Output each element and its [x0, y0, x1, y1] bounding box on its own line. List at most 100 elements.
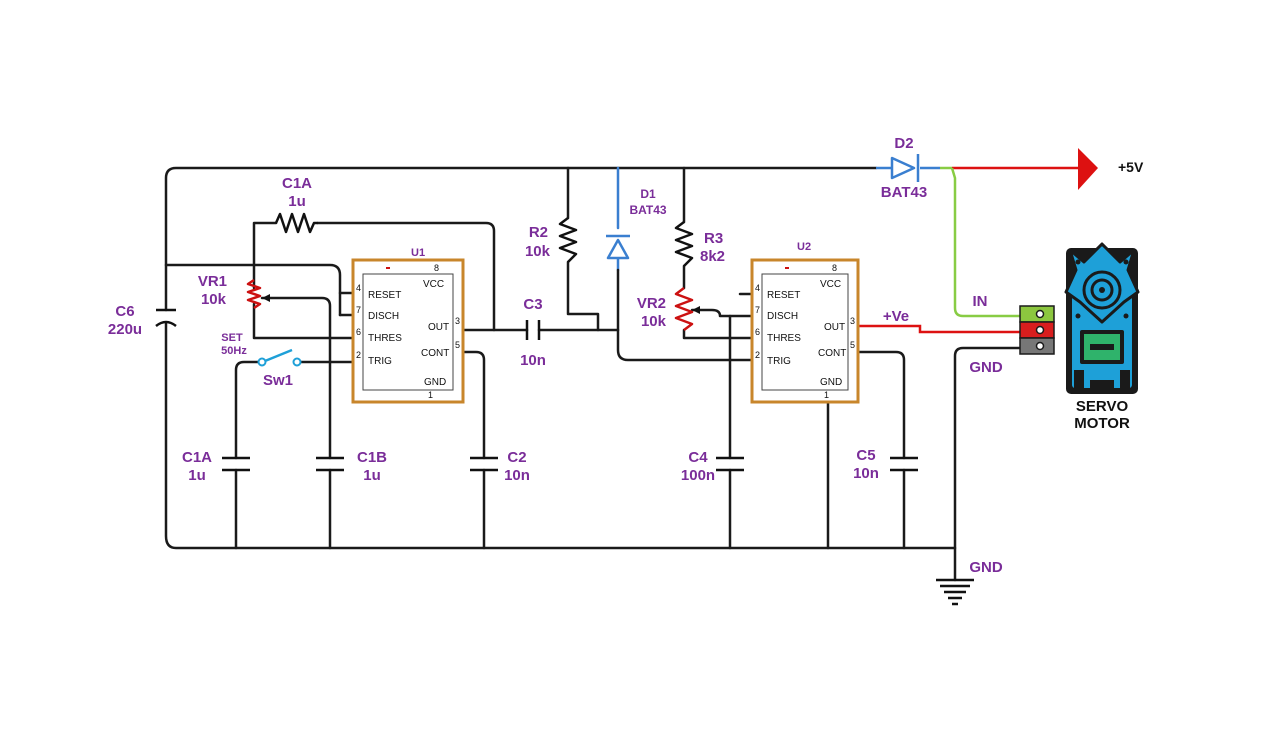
capacitor-c1a-bottom — [222, 456, 250, 472]
capacitor-c4 — [716, 456, 744, 472]
u2-thres-pin: THRES — [767, 333, 801, 344]
diode-d1 — [606, 234, 630, 260]
c1b-value: 1u — [363, 467, 381, 484]
resistor-c1a-top — [274, 212, 318, 234]
ground-icon — [936, 578, 974, 606]
ic-u2: U2 RESET DISCH THRES TRIG VCC OUT CONT G… — [750, 241, 860, 404]
u1-gnd-pin: GND — [424, 377, 446, 388]
u2-pin-number-6: 6 — [755, 327, 760, 337]
servo-connector — [1019, 305, 1055, 355]
u2-pin-number-1: 1 — [824, 390, 829, 400]
u1-pin-number-4: 4 — [356, 283, 361, 293]
ic-u1: U1 RESET DISCH THRES TRIG VCC OUT CONT G… — [351, 247, 465, 404]
component-labels: C1A 1u R2 10k D1 BAT43 R3 8k2 D2 BAT43 +… — [108, 135, 1144, 576]
u2-reset-pin: RESET — [767, 290, 800, 301]
u1-pin-number-7: 7 — [356, 305, 361, 315]
d2-name: D2 — [894, 135, 913, 152]
servo-positive-wire — [858, 324, 1022, 334]
potentiometer-vr2 — [674, 287, 700, 331]
u1-cont-pin: CONT — [421, 348, 449, 359]
ground-symbol-label: GND — [969, 559, 1003, 576]
r2-bottom-wire — [566, 260, 600, 332]
vr1-thres-wire — [252, 302, 357, 340]
capacitor-c6 — [155, 308, 177, 328]
c1a-top-name: C1A — [282, 175, 312, 192]
set-label-line1: SET — [221, 332, 243, 344]
capacitor-c1b — [316, 456, 344, 472]
bottom-ground-rail — [164, 322, 957, 550]
vr1-name: VR1 — [198, 273, 227, 290]
c3-value: 10n — [520, 352, 546, 369]
diode-d2 — [890, 154, 920, 182]
u1-disch-pin: DISCH — [368, 311, 399, 322]
u2-disch-pin: DISCH — [767, 311, 798, 322]
c1b-name: C1B — [357, 449, 387, 466]
vr2-wiper-arrow — [692, 306, 700, 314]
u1-reset-pin: RESET — [368, 290, 401, 301]
top-supply-rail — [164, 166, 878, 312]
capacitor-c2 — [470, 456, 498, 472]
capacitor-c5 — [890, 456, 918, 472]
u1-notch — [386, 267, 390, 269]
u2-pin-number-5: 5 — [850, 340, 855, 350]
switch-sw1[interactable] — [257, 348, 302, 367]
sw1-label: Sw1 — [263, 372, 293, 389]
in-label: IN — [973, 293, 988, 310]
capacitor-c3 — [525, 320, 541, 340]
supply-arrow-icon — [1078, 148, 1098, 190]
d1-trig-wire — [616, 268, 762, 362]
d2-value: BAT43 — [881, 184, 927, 201]
u2-pin-number-4: 4 — [755, 283, 760, 293]
potentiometer-vr1 — [246, 278, 270, 310]
servo-in-green-wire — [950, 167, 1022, 318]
u2-vcc-pin: VCC — [820, 279, 841, 290]
c6-value: 220u — [108, 321, 142, 338]
u1-pin-number-3: 3 — [455, 316, 460, 326]
u1-vcc-pin: VCC — [423, 279, 444, 290]
c4-name: C4 — [688, 449, 708, 466]
u1-pin-number-6: 6 — [356, 327, 361, 337]
u2-label: U2 — [797, 241, 811, 253]
set-label-line2: 50Hz — [221, 345, 247, 357]
u1-pin-number-2: 2 — [356, 350, 361, 360]
servo-motor-icon — [1064, 242, 1140, 394]
u1-label: U1 — [411, 247, 425, 259]
servo-label-line1: SERVO — [1076, 398, 1129, 415]
u2-pin-number-3: 3 — [850, 316, 855, 326]
c1a-top-right-wire — [316, 221, 496, 332]
u2-cont-wire — [856, 350, 906, 460]
c4-value: 100n — [681, 467, 715, 484]
r3-value: 8k2 — [700, 248, 725, 265]
servo-label-line2: MOTOR — [1074, 415, 1130, 432]
u1-reset-wire — [164, 263, 357, 295]
r3-name: R3 — [704, 230, 723, 247]
u1-pin-number-5: 5 — [455, 340, 460, 350]
u2-trig-pin: TRIG — [767, 356, 791, 367]
u2-cont-pin: CONT — [818, 348, 846, 359]
positive-ve-label: +Ve — [883, 308, 909, 325]
sw1-left-wire — [234, 360, 262, 460]
r2-value: 10k — [525, 243, 551, 260]
u1-thres-pin: THRES — [368, 333, 402, 344]
u2-pin-number-7: 7 — [755, 305, 760, 315]
u1-trig-pin: TRIG — [368, 356, 392, 367]
c1a-top-value: 1u — [288, 193, 306, 210]
d1-value: BAT43 — [629, 203, 666, 217]
u2-body — [761, 273, 849, 391]
resistor-r3 — [674, 221, 694, 267]
servo-gnd-label: GND — [969, 359, 1003, 376]
c1a-top-left-wire — [252, 221, 278, 290]
c1a-bottom-name: C1A — [182, 449, 212, 466]
r2-name: R2 — [529, 224, 548, 241]
u1-cont-wire — [458, 350, 486, 460]
vr2-wiper-wire — [690, 308, 762, 318]
c6-name: C6 — [115, 303, 134, 320]
c2-value: 10n — [504, 467, 530, 484]
supply-label: +5V — [1118, 159, 1144, 175]
wires — [164, 166, 1078, 582]
u2-pin-number-8: 8 — [832, 263, 837, 273]
u1-pin-number-8: 8 — [434, 263, 439, 273]
u2-notch — [785, 267, 789, 269]
u2-out-pin: OUT — [824, 322, 845, 333]
